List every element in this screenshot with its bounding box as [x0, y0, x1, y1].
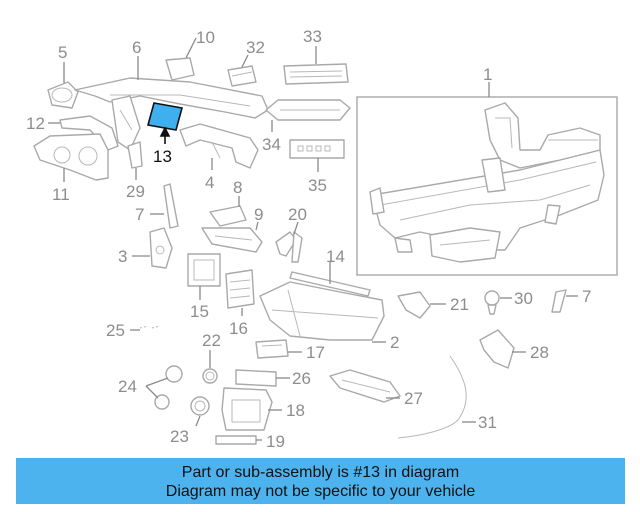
callout-18: 18: [286, 401, 305, 420]
part-31-cable: [397, 355, 467, 439]
part-33-defroster-vent: [283, 63, 349, 85]
part-7-pillar-trim-right: [551, 289, 567, 313]
callout-7-left: 7: [135, 205, 144, 224]
part-7-pillar-trim-left: [163, 183, 179, 229]
parts-diagram: 1 5 6 10 32 33 34: [26, 27, 618, 451]
callout-4: 4: [205, 173, 214, 192]
callout-28: 28: [530, 343, 549, 362]
callout-24: 24: [118, 377, 137, 396]
part-26-panel: [235, 369, 277, 387]
callout-12: 12: [26, 114, 45, 133]
callout-5: 5: [58, 43, 67, 62]
part-4-center-trim: [179, 123, 259, 169]
part-20-bracket: [275, 231, 303, 263]
part-23-knob: [190, 396, 210, 416]
part-13-highlighted: [146, 102, 184, 144]
part-17-switch-bank: [255, 339, 289, 359]
callout-7-right: 7: [582, 287, 591, 306]
part-15-bezel: [187, 253, 221, 287]
callout-9: 9: [254, 205, 263, 224]
callout-33: 33: [303, 27, 322, 46]
callout-25: 25: [106, 321, 125, 340]
part-30-knob: [484, 290, 500, 315]
part-35-panel-switches: [289, 139, 345, 159]
part-25-clip: [139, 325, 161, 329]
callout-27: 27: [404, 389, 423, 408]
part-16-vent: [225, 269, 255, 309]
notice-banner: Part or sub-assembly is #13 in diagram D…: [16, 458, 625, 504]
callout-3: 3: [118, 247, 127, 266]
part-3-switch-panel: [149, 227, 173, 269]
callout-35: 35: [308, 176, 327, 195]
part-22-knob: [202, 368, 218, 384]
callout-1: 1: [483, 65, 492, 84]
callout-31: 31: [478, 413, 497, 432]
callout-26: 26: [292, 369, 311, 388]
callout-34: 34: [262, 135, 281, 154]
part-18-center-panel: [221, 387, 273, 431]
part-2-lower-panel: [259, 281, 385, 341]
part-32-trim: [227, 65, 257, 87]
part-19-trim-strip: [215, 435, 257, 445]
callout-10: 10: [196, 28, 215, 47]
part-27-duct: [329, 369, 401, 403]
callout-30: 30: [514, 289, 533, 308]
part-1-frame-assembly: [356, 96, 618, 276]
callout-8: 8: [233, 178, 242, 197]
part-21-bracket: [397, 291, 431, 319]
callout-16: 16: [229, 319, 248, 338]
callout-15: 15: [190, 302, 209, 321]
part-8-bracket: [209, 205, 247, 227]
part-5-side-vent: [47, 81, 79, 109]
callout-21: 21: [450, 295, 469, 314]
part-10-panel: [165, 57, 195, 81]
part-28-console-bracket: [479, 329, 515, 369]
callout-22: 22: [202, 331, 221, 350]
callout-2: 2: [390, 333, 399, 352]
notice-line-2: Diagram may not be specific to your vehi…: [165, 483, 476, 500]
part-24-knobs: [154, 365, 183, 410]
part-11-cluster-bezel: [33, 133, 109, 181]
callout-11: 11: [52, 185, 70, 204]
callout-17: 17: [306, 343, 325, 362]
part-6-dashboard-upper: [74, 77, 269, 151]
notice-line-1: Part or sub-assembly is #13 in diagram: [181, 464, 460, 481]
part-29-bracket: [127, 141, 143, 169]
callout-13: 13: [153, 147, 172, 166]
callout-6: 6: [132, 38, 141, 57]
callout-32: 32: [246, 38, 265, 57]
callout-29: 29: [126, 182, 145, 201]
part-34-duct: [265, 99, 351, 121]
callout-14: 14: [326, 247, 345, 266]
callout-20: 20: [288, 205, 307, 224]
part-9-bracket: [201, 227, 263, 253]
callout-23: 23: [170, 427, 189, 446]
callout-19: 19: [266, 432, 285, 451]
